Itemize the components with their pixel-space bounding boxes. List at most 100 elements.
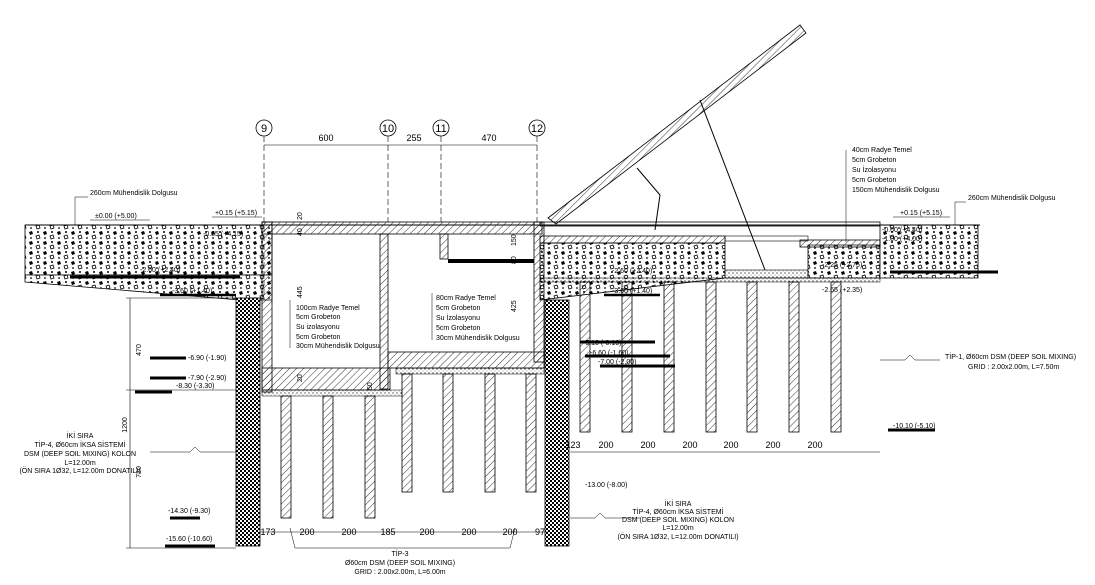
vdim-470: 470 [136,344,143,356]
tip4-right-4: (ÖN SIRA 1Ø32, L=12.00m DONATILI) [617,533,738,541]
bottom-dim-right-1: 200 [598,440,613,450]
grid-axes: 9 10 11 12 600 255 470 [255,119,546,300]
retaining-wall-right [544,299,570,547]
layer-left-2: Su izolasyonu [296,324,340,331]
fill-labels: 260cm Mühendislik Dolgusu 260cm Mühendis… [74,190,1056,225]
axis-label-11: 11 [435,123,446,135]
elev-left-g: -14.30 (-9.30) [168,508,210,515]
dsm-pile-tip3-right-2 [484,373,496,493]
layer-left-0: 100cm Radye Temel [296,305,360,312]
vdim-1200: 1200 [122,417,129,433]
layer-mid-0: 80cm Radye Temel [436,295,496,302]
bottom-dims: 173 200 200 185 200 200 200 97 123 200 200 200 200 20… [260,440,880,537]
bottom-dim-left-6: 200 [502,527,517,537]
tip4-right-2: DSM (DEEP SOIL MIXING) KOLON [622,517,734,524]
elev-left-h: -15.60 (-10.60) [166,536,212,543]
wall-dim-20: 20 [297,212,304,220]
fill-label-right: 260cm Mühendislik Dolgusu [968,195,1056,202]
dsm-pile-tip3-right-3 [525,373,537,493]
elev-right-e: -10.10 (-5.10) [893,423,935,430]
elev-mid-a: -2.60 (+2.40) [612,268,652,275]
wall-dim-40: 40 [297,228,304,236]
tip4-right-note: İKİ SIRA TİP-4, Ø60cm İKSA SİSTEMİ DSM (… [570,499,739,541]
top-dim-255: 255 [406,133,421,143]
elev-left-b: -2.60 (+2.40) [140,267,180,274]
layer-mid-1: 5cm Grobeton [436,305,480,312]
tip4-right-1: TİP-4, Ø60cm İKSA SİSTEMİ [632,507,723,516]
layer-right-1: 5cm Grobeton [852,157,896,164]
dsm-pile-tip1-3 [705,281,717,433]
elev-right-c: -2.25 (+2.75) [822,262,862,269]
tip1-line-0: TİP-1, Ø60cm DSM (DEEP SOIL MIXING) [945,352,1076,361]
layer-right-3: 5cm Grobeton [852,177,896,184]
elev-top-left: ±0.00 (+5.00) [95,213,137,220]
wall-dim-425: 425 [511,300,518,312]
dsm-pile-tip3-right-1 [442,373,454,493]
layers-mid: 80cm Radye Temel 5cm Grobeton Su İzolasy… [431,293,520,342]
wall-dim-50: 50 [367,382,374,390]
tip4-left-0: İKİ SIRA [67,431,94,440]
tip4-left-note: İKİ SIRA TİP-4, Ø60cm İKSA SİSTEMİ DSM (… [19,431,236,475]
bottom-dim-left-1: 200 [299,527,314,537]
layers-left: 100cm Radye Temel 5cm Grobeton Su izolas… [289,300,380,350]
tip4-right-0: İKİ SIRA [665,499,692,508]
wall-dim-80: 80 [511,256,518,264]
wall-dim-445: 445 [297,286,304,298]
layer-left-1: 5cm Grobeton [296,314,340,321]
layer-mid-4: 30cm Mühendislik Dolgusu [436,335,520,342]
retaining-wall-left [235,297,261,547]
tip4-left-2: DSM (DEEP SOIL MIXING) KOLON [24,451,136,458]
tip4-left-1: TİP-4, Ø60cm İKSA SİSTEMİ [34,440,125,449]
elev-right-b: -1.00 (+4.00) [882,236,922,243]
elev-top-right: +0.15 (+5.15) [900,210,942,217]
elev-left-a: -0.85 (+4.15) [203,231,243,238]
fill-label-left: 260cm Mühendislik Dolgusu [90,190,178,197]
tip4-right-3: L=12.00m [662,525,693,532]
elev-left-d: -6.90 (-1.90) [188,355,227,362]
tip1-note: TİP-1, Ø60cm DSM (DEEP SOIL MIXING) GRID… [880,352,1076,371]
elev-right-d: -2.65 (+2.35) [822,287,862,294]
dsm-pile-tip3-left-0 [280,395,292,519]
bottom-dim-left-5: 200 [461,527,476,537]
dsm-pile-tip3-left-2 [364,395,376,519]
bottom-dim-right-5: 200 [765,440,780,450]
bottom-dim-right-2: 200 [640,440,655,450]
elev-mid-f: -13.00 (-8.00) [585,482,627,489]
left-dim-chain: 470 1200 730 [122,297,236,549]
layer-left-3: 5cm Grobeton [296,334,340,341]
elev-left-e: -7.90 (-2.90) [188,375,227,382]
dsm-pile-tip1-6 [830,281,842,433]
wall-dim-150: 150 [511,234,518,246]
axis-label-12: 12 [531,123,543,135]
tip3-line-2: GRID : 2.00x2.00m, L=6.00m [354,569,445,576]
layer-mid-2: Su İzolasyonu [436,313,480,322]
tip4-left-4: (ÖN SIRA 1Ø32, L=12.00m DONATILI) [19,467,140,475]
bottom-dim-right-4: 200 [723,440,738,450]
bottom-dim-right-3: 200 [682,440,697,450]
vdim-730: 730 [136,466,143,478]
solar-frame [547,24,807,271]
axis-label-10: 10 [382,123,394,135]
elev-mid-d: -6.60 (-1.60) [590,350,629,357]
bottom-dim-left-3: 185 [380,527,395,537]
bottom-dim-left-7: 97 [535,527,545,537]
layers-right: 40cm Radye Temel 5cm Grobeton Su İzolasy… [845,147,940,242]
bottom-dim-right-0: 123 [565,440,580,450]
elevation-markers: ±0.00 (+5.00) +0.15 (+5.15) +0.15 (+5.15… [90,210,950,548]
wall-dims: 20 40 445 150 80 425 20 50 [297,212,518,390]
tip3-note: TİP-3 Ø60cm DSM (DEEP SOIL MIXING) GRID … [289,527,516,576]
elev-mid-e: -7.00 (-2.00) [598,359,637,366]
elev-left-f: -8.30 (-3.30) [176,383,215,390]
wall-dim-20b: 20 [297,374,304,382]
bottom-dim-left-0: 173 [260,527,275,537]
basement-structure [261,221,545,397]
bottom-dim-left-2: 200 [341,527,356,537]
tip3-line-0: TİP-3 [391,549,408,558]
elev-mid-b: -3.60 (+1.40) [612,288,652,295]
fill-right [807,224,979,279]
elev-top-wall: +0.15 (+5.15) [215,210,257,217]
tip1-line-1: GRID : 2.00x2.00m, L=7.50m [968,364,1059,371]
dsm-pile-tip1-5 [788,281,800,433]
bottom-dim-right-6: 200 [807,440,822,450]
